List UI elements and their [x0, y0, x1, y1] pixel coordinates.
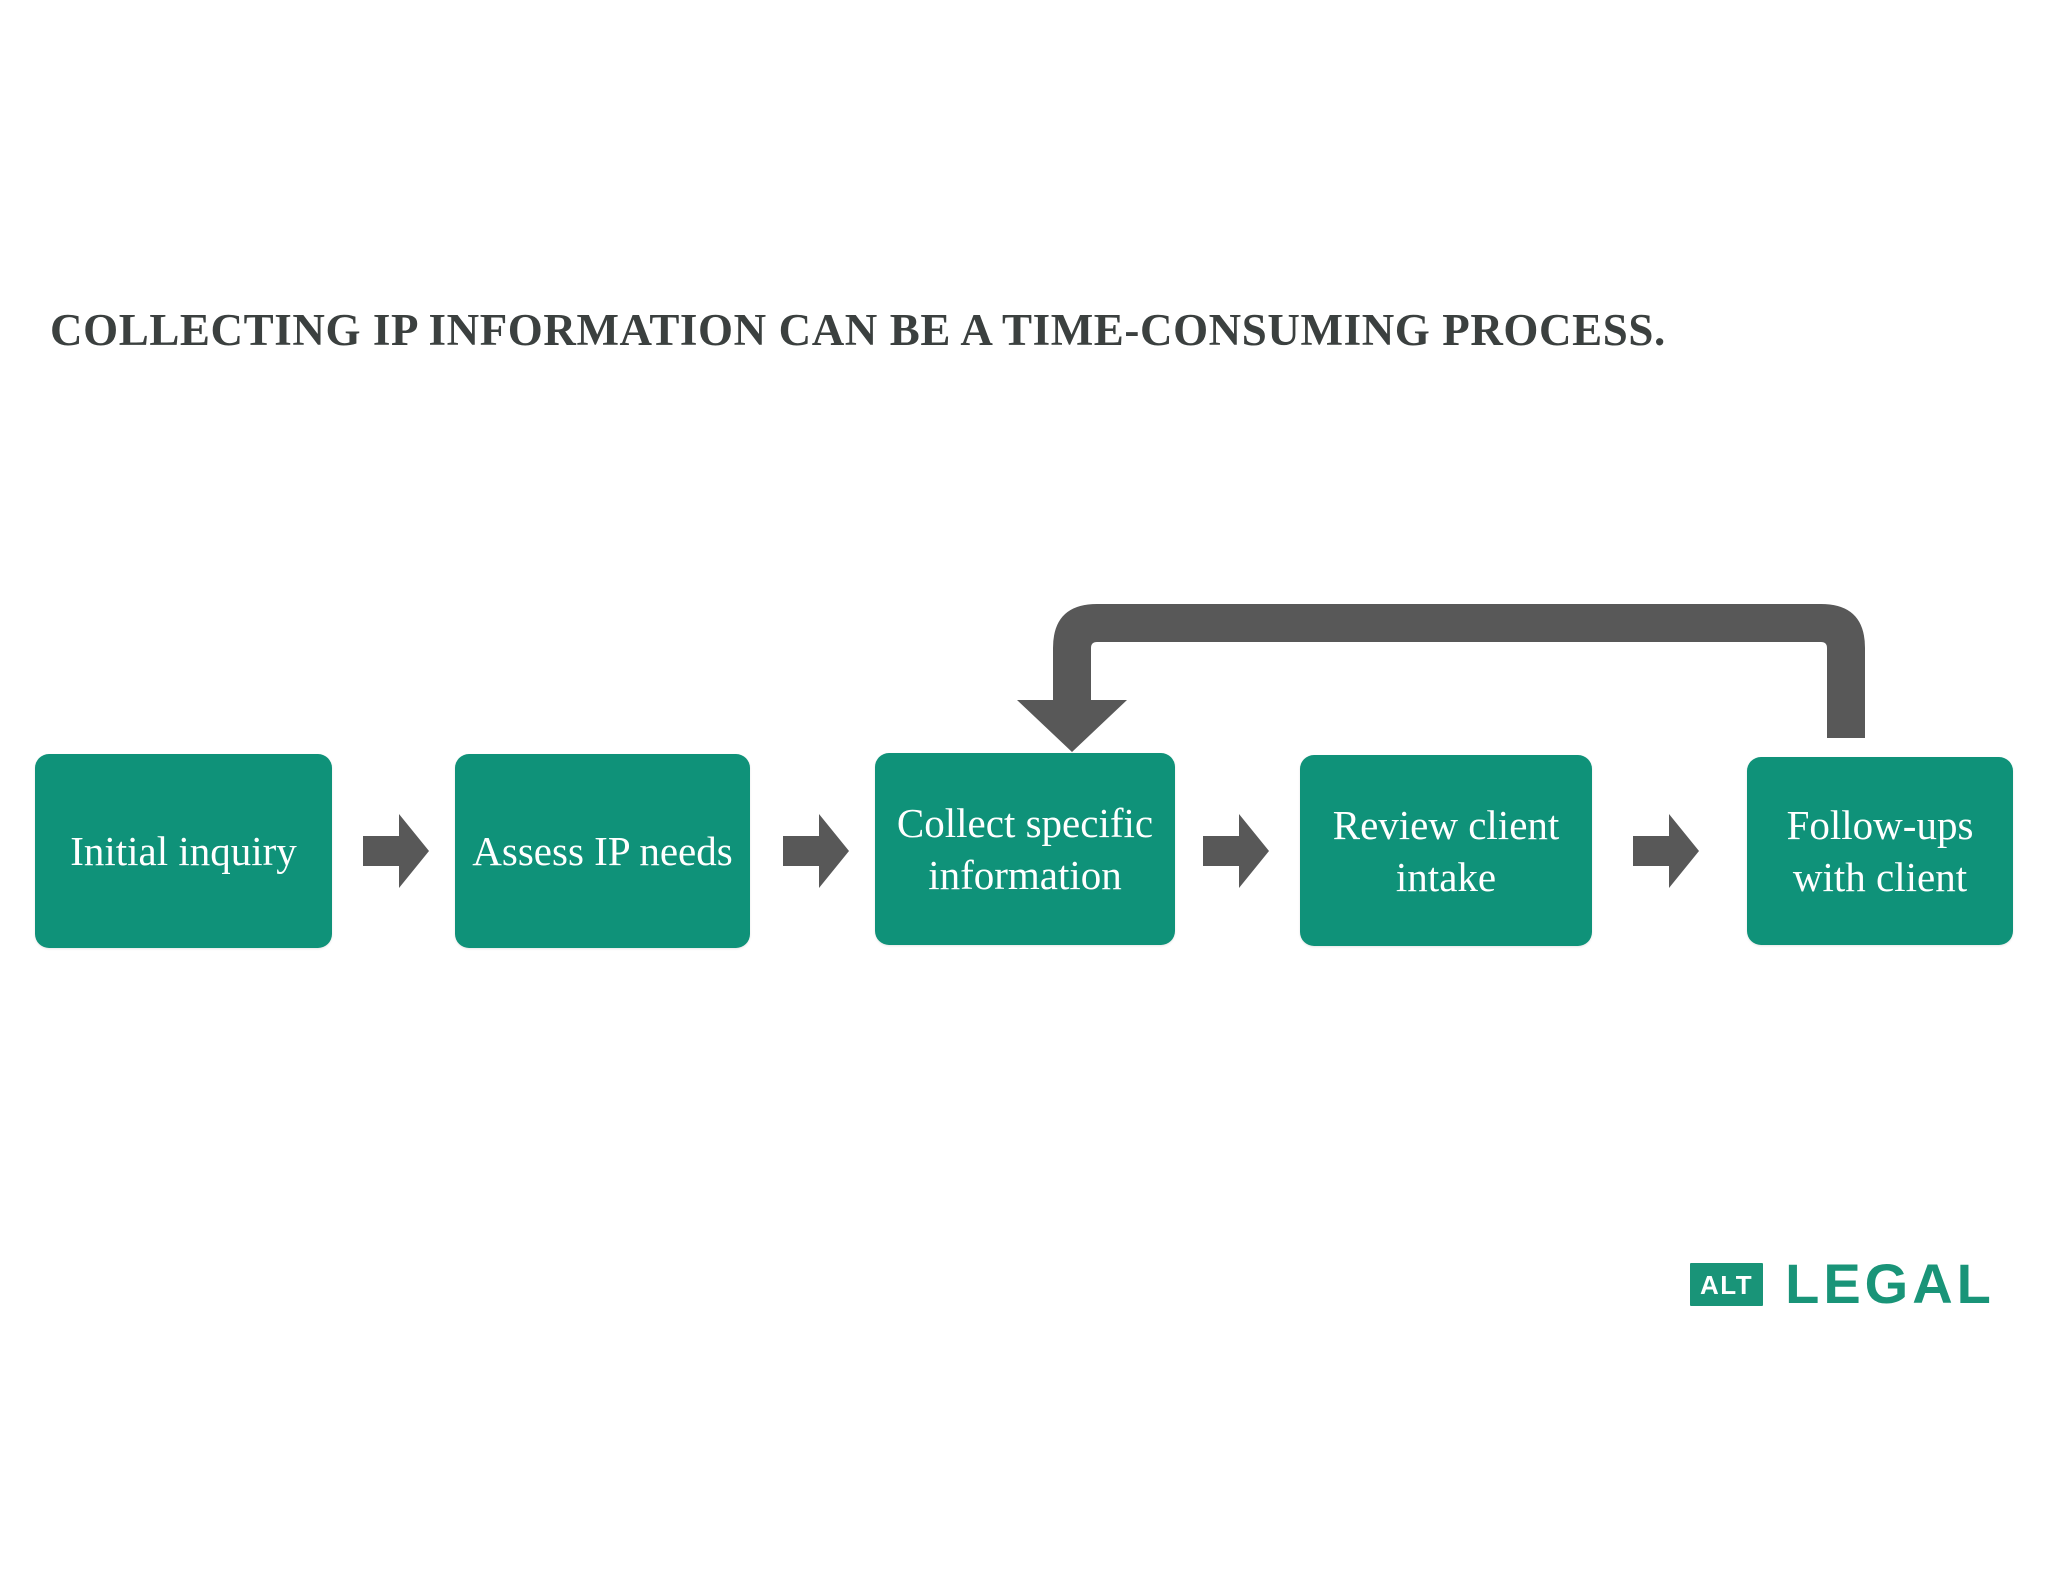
- arrow-right-icon: [1633, 812, 1699, 890]
- flow-node-assess-ip-needs[interactable]: Assess IP needs: [455, 754, 750, 948]
- feedback-loop-arrow: [1015, 588, 1885, 753]
- flow-node-label: Initial inquiry: [70, 828, 297, 874]
- flow-node-collect-specific-information[interactable]: Collect specific information: [875, 753, 1175, 945]
- arrow-right-icon: [1203, 812, 1269, 890]
- alt-legal-logo: ALT LEGAL: [1690, 1252, 1995, 1315]
- flow-node-initial-inquiry[interactable]: Initial inquiry: [35, 754, 332, 948]
- flow-node-label: Follow-ups with client: [1786, 802, 1974, 900]
- flow-node-label: Collect specific information: [896, 800, 1154, 898]
- flow-node-review-client-intake[interactable]: Review client intake: [1300, 755, 1592, 946]
- flow-node-follow-ups-with-client[interactable]: Follow-ups with client: [1747, 757, 2013, 945]
- arrow-right-icon: [783, 812, 849, 890]
- logo-badge-alt: ALT: [1690, 1262, 1764, 1306]
- flow-node-label: Assess IP needs: [472, 828, 733, 874]
- page-title: COLLECTING IP INFORMATION CAN BE A TIME-…: [50, 305, 1666, 356]
- arrow-right-icon: [363, 812, 429, 890]
- flow-node-label: Review client intake: [1332, 801, 1560, 900]
- logo-wordmark-legal: LEGAL: [1785, 1252, 1995, 1315]
